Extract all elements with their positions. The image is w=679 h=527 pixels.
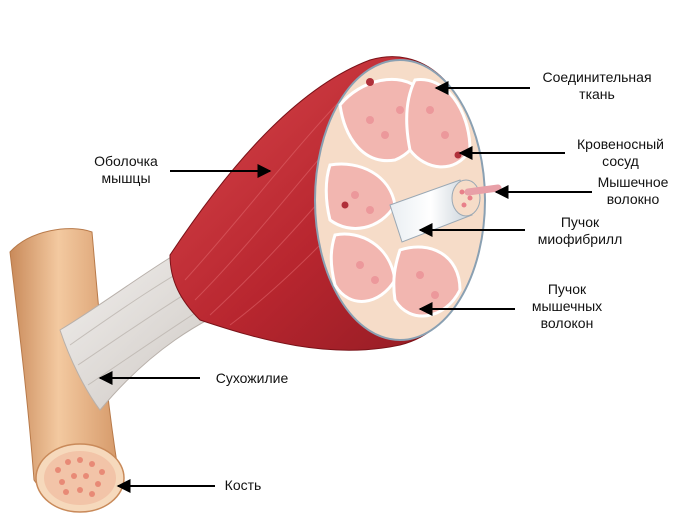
bone xyxy=(9,228,125,513)
pointer-arrows xyxy=(98,81,592,493)
cross-section xyxy=(314,59,486,341)
label-tendon: Сухожилие xyxy=(215,370,289,386)
label-blood-vessel: Кровеносный сосуд xyxy=(577,136,664,169)
label-myofibril-bundle: Пучок миофибрилл xyxy=(537,214,623,247)
label-bone: Кость xyxy=(224,477,262,493)
label-fascicle: Пучок мышечных волокон xyxy=(531,281,603,331)
label-connective-tissue: Соединительная ткань xyxy=(542,69,652,102)
muscle-fiber xyxy=(389,179,502,243)
label-muscle-fiber: Мышечное волокно xyxy=(597,174,669,207)
label-muscle-sheath: Оболочка мышцы xyxy=(94,153,158,186)
